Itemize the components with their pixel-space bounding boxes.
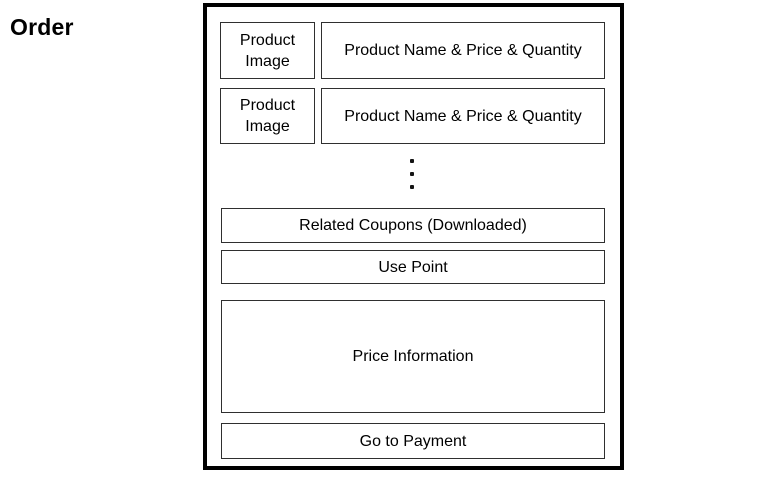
use-point-label: Use Point (378, 258, 448, 276)
ellipsis-dot (410, 172, 414, 176)
more-items-ellipsis-icon (410, 159, 414, 189)
product-image-placeholder: Product Image (220, 88, 315, 144)
product-info-label: Product Name & Price & Quantity (344, 107, 582, 125)
go-to-payment-label: Go to Payment (359, 432, 467, 450)
page-title: Order (10, 14, 74, 40)
use-point-placeholder: Use Point (221, 250, 605, 284)
product-image-placeholder: Product Image (220, 22, 315, 79)
price-information-placeholder: Price Information (221, 300, 605, 413)
product-info-placeholder: Product Name & Price & Quantity (321, 22, 605, 79)
go-to-payment-placeholder: Go to Payment (221, 423, 605, 459)
related-coupons-placeholder: Related Coupons (Downloaded) (221, 208, 605, 243)
price-information-label: Price Information (352, 348, 474, 365)
product-info-placeholder: Product Name & Price & Quantity (321, 88, 605, 144)
product-image-label: Product Image (239, 97, 296, 135)
product-image-label: Product Image (239, 31, 296, 70)
order-screen-frame: Product Image Product Name & Price & Qua… (203, 3, 624, 470)
product-info-label: Product Name & Price & Quantity (344, 42, 582, 59)
ellipsis-dot (410, 185, 414, 189)
related-coupons-label: Related Coupons (Downloaded) (299, 217, 527, 234)
ellipsis-dot (410, 159, 414, 163)
